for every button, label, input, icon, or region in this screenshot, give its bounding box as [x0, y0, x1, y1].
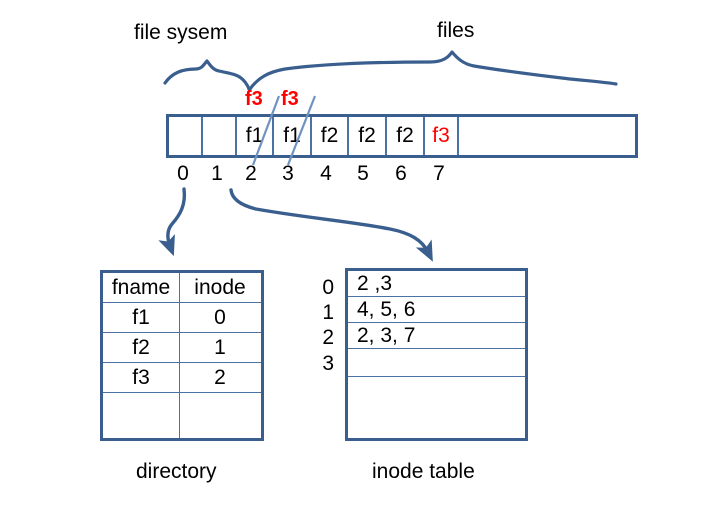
directory-cell-inode-3 — [179, 393, 261, 438]
directory-row-2: f3 2 — [103, 363, 261, 393]
inode-index-0: 0 — [322, 276, 334, 299]
directory-header-fname: fname — [103, 273, 180, 303]
inode-row-2: 2, 3, 7 — [348, 323, 525, 349]
directory-cell-inode-0: 0 — [214, 306, 226, 329]
inode-row-1: 4, 5, 6 — [348, 297, 525, 323]
block-cell-0 — [169, 117, 203, 155]
block-index-7: 7 — [433, 162, 445, 185]
block-row: f1 f1 f2 f2 f2 f3 — [166, 114, 638, 158]
block-cell-7: f3 — [425, 117, 459, 155]
arrow-block1-to-inode-table — [229, 188, 433, 262]
label-files: files — [437, 19, 475, 42]
caption-inode-table: inode table — [372, 460, 475, 483]
directory-table: fname inode f1 0 f2 1 f3 2 — [100, 270, 264, 441]
caption-directory: directory — [136, 460, 217, 483]
block-index-0: 0 — [177, 162, 189, 185]
directory-cell-fname-2: f3 — [103, 363, 180, 393]
inode-index-1: 1 — [322, 301, 334, 324]
block-cell-1 — [203, 117, 237, 155]
brace-file-system — [163, 59, 251, 91]
directory-cell-inode-2: 2 — [214, 366, 226, 389]
inode-index-3: 3 — [322, 352, 334, 375]
brace-files — [248, 50, 618, 91]
directory-cell-fname-3 — [103, 393, 180, 438]
block-index-6: 6 — [395, 162, 407, 185]
block-index-4: 4 — [320, 162, 332, 185]
annotation-f3-right: f3 — [281, 88, 299, 110]
directory-cell-fname-1: f2 — [103, 333, 180, 363]
block-cell-5: f2 — [349, 117, 387, 155]
directory-cell-inode-1: 1 — [214, 336, 226, 359]
inode-row-free — [348, 377, 525, 438]
arrow-block0-to-directory — [158, 187, 187, 257]
block-cell-3: f1 — [274, 117, 312, 155]
inode-index-2: 2 — [322, 326, 334, 349]
directory-cell-fname-0: f1 — [103, 303, 180, 333]
directory-row-3 — [103, 393, 261, 438]
directory-row-0: f1 0 — [103, 303, 261, 333]
block-index-1: 1 — [211, 162, 223, 185]
block-cell-4: f2 — [312, 117, 349, 155]
inode-table: 2 ,3 4, 5, 6 2, 3, 7 — [345, 268, 528, 441]
inode-row-3 — [348, 349, 525, 377]
block-cell-2: f1 — [237, 117, 274, 155]
directory-header-row: fname inode — [103, 273, 261, 303]
directory-row-1: f2 1 — [103, 333, 261, 363]
block-index-3: 3 — [282, 162, 294, 185]
block-cell-free — [459, 117, 635, 155]
inode-row-0: 2 ,3 — [348, 271, 525, 297]
block-index-5: 5 — [357, 162, 369, 185]
block-index-2: 2 — [245, 162, 257, 185]
directory-header-inode: inode — [194, 276, 246, 299]
annotation-f3-left: f3 — [245, 88, 263, 110]
label-file-system: file sysem — [134, 21, 228, 44]
block-cell-6: f2 — [387, 117, 425, 155]
